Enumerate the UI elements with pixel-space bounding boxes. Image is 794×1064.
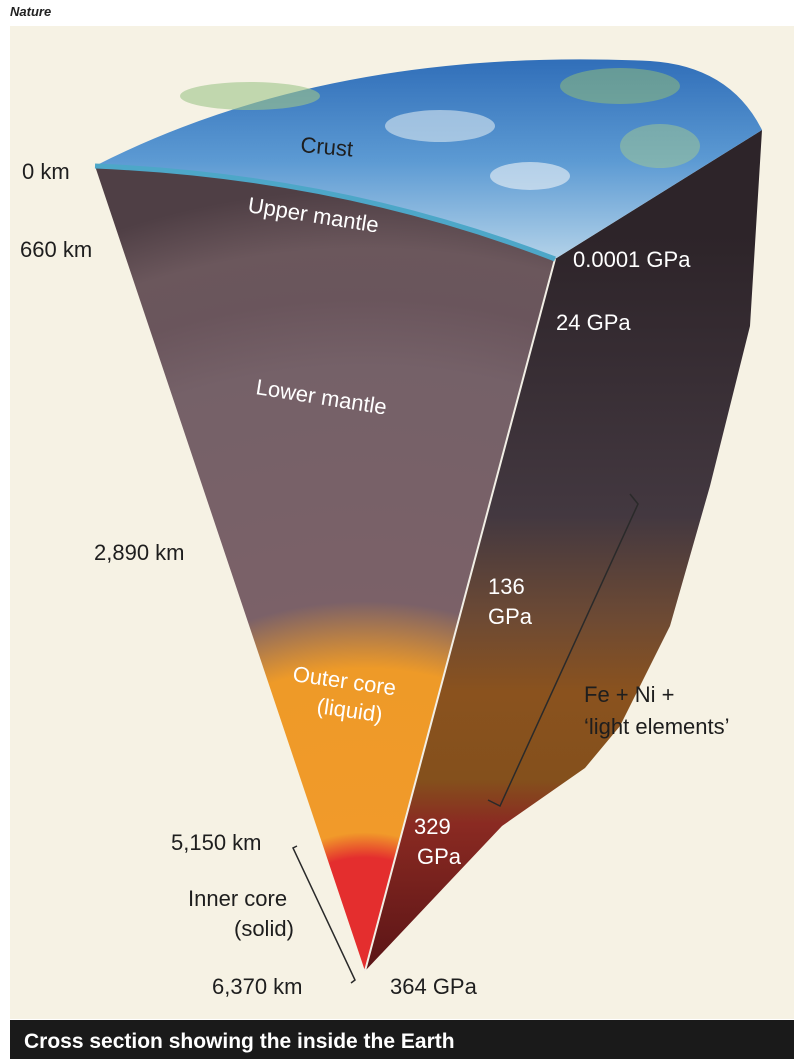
depth-label-5150km: 5,150 km	[171, 830, 262, 855]
wedge-edge-line	[364, 258, 556, 972]
land-mass-1	[180, 82, 320, 110]
pressure-label-329-value: 329	[414, 814, 451, 839]
composition-label-line1: Fe + Ni +	[584, 682, 674, 707]
pressure-label-136-value: 136	[488, 574, 525, 599]
depth-label-0km: 0 km	[22, 159, 70, 184]
land-mass-3	[620, 124, 700, 168]
pressure-label-136-unit: GPa	[488, 604, 533, 629]
wedge-front-face	[95, 166, 555, 971]
depth-label-2890km: 2,890 km	[94, 540, 185, 565]
depth-label-660km: 660 km	[20, 237, 92, 262]
inner-core-bracket	[292, 845, 356, 984]
source-label: Nature	[10, 4, 52, 19]
wedge-side-face	[365, 130, 762, 971]
depth-label-6370km: 6,370 km	[212, 974, 303, 999]
figure-caption: Cross section showing the inside the Ear…	[10, 1020, 794, 1059]
layer-label-inner-core-line2: (solid)	[234, 916, 294, 941]
land-mass-2	[560, 68, 680, 104]
pressure-label-329-unit: GPa	[417, 844, 462, 869]
composition-bracket	[487, 493, 639, 808]
layer-label-inner-core-line1: Inner core	[188, 886, 287, 911]
land-mass-5	[490, 162, 570, 190]
land-mass-4	[385, 110, 495, 142]
layer-label-crust: Crust	[300, 132, 355, 161]
pressure-label-364gpa: 364 GPa	[390, 974, 478, 999]
pressure-label-surface: 0.0001 GPa	[573, 247, 691, 272]
pressure-label-24gpa: 24 GPa	[556, 310, 631, 335]
crust-rim	[94, 163, 556, 262]
earth-cross-section-diagram: 0 km 660 km 2,890 km 5,150 km 6,370 km C…	[20, 59, 762, 999]
composition-label-line2: ‘light elements’	[584, 714, 730, 739]
